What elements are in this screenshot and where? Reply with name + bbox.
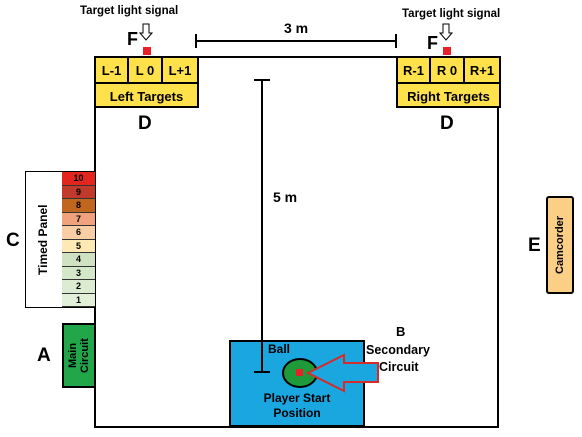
secondary-circuit-line1: Secondary (366, 343, 430, 357)
timed-panel-level-2: 2 (62, 280, 95, 294)
vertical-distance-label: 5 m (273, 189, 298, 205)
target-cell-l-0: L 0 (129, 58, 163, 84)
right-signal-label: Target light signal (402, 8, 501, 20)
left-targets-letter: D (138, 113, 152, 134)
left-signal-label: Target light signal (80, 5, 179, 17)
timed-panel-level-5: 5 (62, 239, 95, 253)
timed-panel-level-10: 10 (62, 172, 95, 186)
camcorder-letter: E (528, 235, 541, 256)
left-targets-box: L-1 L 0 L+1 Left Targets (94, 56, 199, 108)
right-targets-caption: Right Targets (407, 88, 490, 104)
left-targets-caption: Left Targets (109, 88, 184, 104)
timed-panel-level-1: 1 (62, 293, 95, 307)
secondary-circuit-letter: B (396, 324, 406, 339)
timed-panel-level-7: 7 (62, 212, 95, 226)
main-circuit-letter: A (37, 345, 51, 366)
ball-label: Ball (268, 342, 291, 356)
target-cell-l-plus-1: L+1 (163, 58, 197, 84)
target-cell-r-minus-1: R-1 (398, 58, 431, 84)
camcorder-box: Camcorder (546, 196, 574, 294)
secondary-circuit-line2: Circuit (379, 360, 419, 374)
left-signal-arrow-icon (138, 23, 154, 41)
timed-panel-level-4: 4 (62, 253, 95, 267)
right-signal-arrow-icon (438, 23, 454, 41)
start-zone-title-line1: Player Start (263, 391, 331, 405)
timed-panel-level-8: 8 (62, 199, 95, 213)
timed-panel-title: Timed Panel (36, 204, 50, 275)
right-signal-light (443, 47, 451, 55)
target-cell-l-minus-1: L-1 (96, 58, 129, 84)
main-circuit-box: Main Circuit (62, 323, 96, 388)
right-targets-box: R-1 R 0 R+1 Right Targets (396, 56, 501, 108)
start-zone-title-line2: Position (273, 406, 321, 420)
left-signal-light (143, 47, 151, 55)
timed-panel-level-9: 9 (62, 185, 95, 199)
target-cell-r-plus-1: R+1 (465, 58, 499, 84)
right-signal-letter: F (427, 33, 438, 53)
left-signal-letter: F (127, 29, 138, 49)
timed-panel-letter: C (6, 230, 20, 251)
timed-panel-level-3: 3 (62, 266, 95, 280)
right-targets-letter: D (440, 113, 454, 134)
top-distance-label: 3 m (284, 20, 309, 36)
timed-panel-level-6: 6 (62, 226, 95, 240)
target-cell-r-0: R 0 (431, 58, 465, 84)
